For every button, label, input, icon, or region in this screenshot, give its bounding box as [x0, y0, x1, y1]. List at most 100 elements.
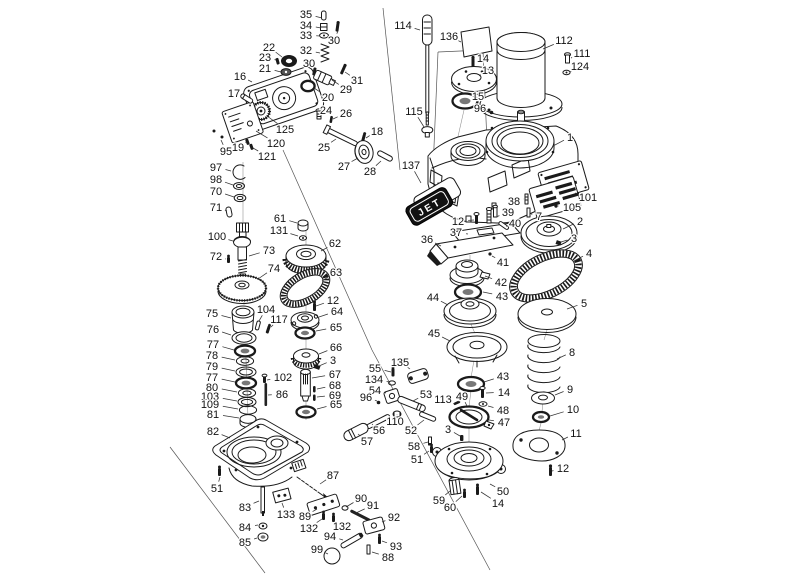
leader-line-10: [549, 411, 564, 417]
part-label-48: 48: [497, 405, 509, 417]
leader-line-69: [316, 395, 325, 398]
part-label-80: 80: [206, 382, 218, 394]
part-label-96: 96: [360, 392, 372, 404]
part-label-50: 50: [497, 486, 509, 498]
part-label-101: 101: [579, 192, 597, 204]
part-label-73: 73: [263, 245, 275, 257]
leader-line-82: [221, 434, 231, 439]
part-50-spindle-housing: [432, 441, 506, 481]
part-33-washer: [319, 32, 329, 39]
part-label-59: 59: [433, 495, 445, 507]
leader-line-43: [482, 291, 493, 295]
leader-line-60: [455, 495, 463, 502]
part-label-96: 96: [474, 103, 486, 115]
part-label-23: 23: [259, 52, 271, 64]
leader-line-99: [325, 552, 329, 555]
leader-line-124: [569, 70, 572, 73]
leader-line-77: [222, 346, 235, 351]
part-label-66: 66: [330, 342, 342, 354]
leader-line-88: [371, 551, 379, 555]
part-51-screw-b: [430, 443, 433, 453]
part-label-14: 14: [498, 387, 510, 399]
leader-line-50: [489, 483, 496, 488]
part-77-bearing-a: [233, 344, 257, 358]
leader-line-52: [417, 419, 425, 426]
leader-line-12: [315, 302, 325, 307]
part-113-pin: [453, 400, 461, 406]
leader-line-47: [488, 419, 494, 422]
part-label-49: 49: [456, 391, 468, 403]
part-48-washer: [478, 401, 488, 407]
part-label-137: 137: [402, 160, 420, 172]
part-label-94: 94: [324, 531, 336, 543]
leader-line-112: [542, 44, 554, 50]
part-85-nut: [257, 532, 269, 542]
part-label-22: 22: [263, 42, 275, 54]
leader-line-64: [318, 313, 329, 318]
leader-line-35: [315, 16, 323, 19]
part-label-77: 77: [206, 372, 218, 384]
leader-line-91: [355, 508, 365, 514]
part-label-61: 61: [274, 213, 286, 225]
part-label-110: 110: [386, 416, 404, 428]
part-15-bearing: [451, 92, 479, 110]
part-label-47: 47: [498, 417, 510, 429]
leader-line-65: [315, 328, 327, 332]
leader-line-101: [574, 192, 577, 194]
leader-line-62: [320, 247, 328, 252]
leader-line-1: [552, 139, 565, 147]
part-10-ring: [531, 410, 551, 424]
part-label-5: 5: [581, 298, 587, 310]
part-17-screw: [240, 93, 254, 104]
leader-line-85: [253, 537, 258, 540]
part-label-4: 4: [586, 248, 592, 260]
leader-line-65: [316, 406, 327, 410]
part-label-90: 90: [355, 493, 367, 505]
part-115-ferrule: [421, 126, 434, 138]
leader-line-137: [414, 171, 422, 184]
leader-line-49: [464, 402, 468, 407]
leader-line-71: [224, 209, 228, 212]
leader-line-90: [345, 502, 354, 508]
leader-line-84: [254, 524, 259, 526]
part-76-ring: [231, 331, 257, 345]
part-77-bearing-b: [234, 376, 258, 390]
leader-line-121: [252, 147, 259, 152]
part-95-screws: [212, 129, 224, 139]
part-69-pin: [313, 394, 316, 401]
part-134-washer: [388, 380, 396, 386]
part-79-ring: [235, 366, 257, 378]
leader-line-27: [351, 157, 359, 162]
part-label-51: 51: [411, 454, 423, 466]
part-label-34: 34: [300, 20, 312, 32]
leader-line-56: [371, 423, 374, 426]
part-label-70: 70: [210, 186, 222, 198]
part-label-44: 44: [427, 292, 439, 304]
part-label-38: 38: [508, 196, 520, 208]
part-124-washer: [562, 69, 571, 76]
part-9-washer: [531, 391, 555, 405]
part-59-pinion: [448, 476, 462, 496]
part-74-gear: [216, 274, 268, 304]
leader-line-3: [318, 362, 327, 367]
leader-line-117: [270, 324, 274, 328]
part-label-71: 71: [210, 202, 222, 214]
leader-line-94: [339, 538, 344, 541]
part-label-40: 40: [509, 218, 521, 230]
part-73-spline-shaft: [236, 222, 249, 238]
part-label-12: 12: [452, 216, 464, 228]
part-131-washer: [298, 235, 308, 241]
part-label-14: 14: [492, 498, 504, 510]
part-32-spring: [320, 43, 330, 63]
leader-line-74: [257, 272, 268, 280]
part-68-pin: [313, 386, 316, 393]
part-label-86: 86: [276, 389, 288, 401]
part-70-washer: [233, 193, 247, 203]
leader-line-96: [374, 399, 378, 402]
leader-line-8: [556, 354, 566, 360]
part-94-rod: [340, 532, 364, 549]
part-66-gear: [290, 348, 322, 370]
part-label-99: 99: [311, 544, 323, 556]
part-label-131: 131: [270, 225, 288, 237]
leader-line-80: [221, 388, 238, 393]
